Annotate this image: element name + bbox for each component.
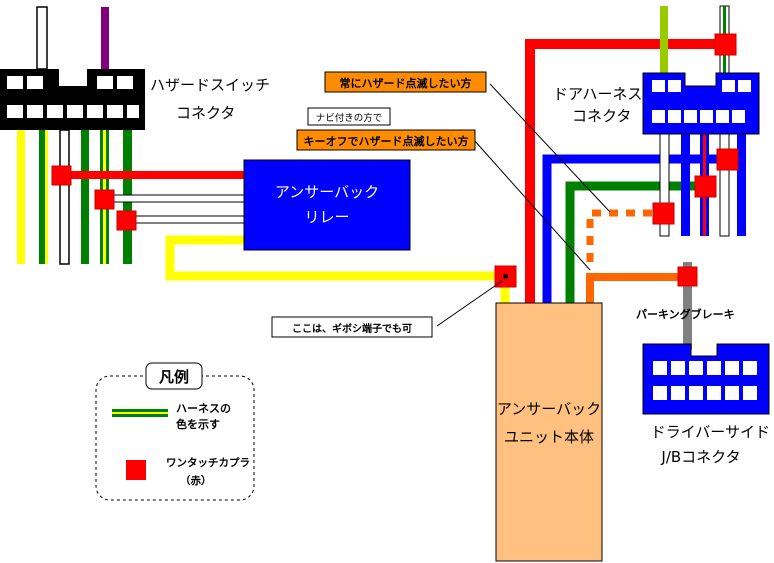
legend-coupler-text-2: （赤） [180,474,212,487]
coupler-hazard-red [51,165,72,186]
coupler-hazard-white-1 [94,189,115,210]
unit-label-1: アンサーバック [497,400,601,418]
answerback-relay-box [243,159,411,251]
note-always-hazard: 常にハザード点滅したい方 [324,71,487,93]
one-touch-couplers [51,33,739,287]
jb-connector [642,343,770,415]
door-harness-connector [642,72,760,135]
hazard-top-wires [36,6,109,70]
legend-coupler-text-1: ワンタッチカプラ [166,456,250,469]
wire-red-unit-door [525,39,726,303]
coupler-door-blue [716,148,739,171]
relay-label-1: アンサーバック [275,183,379,201]
wire-red-hazard-relay [62,171,244,179]
coupler-hazard-white-2 [116,210,137,231]
note-key-off-hazard-text: キーオフでハザード点滅したい方 [304,134,469,148]
coupler-door-orange [652,202,675,225]
legend-harness-text-1: ハーネスの [176,402,231,415]
jb-label-2: J/Bコネクタ [660,448,740,466]
wire-white-2 [125,215,245,224]
note-key-off-hazard: キーオフでハザード点滅したい方 [296,129,476,151]
wire-gray-parking [683,262,692,350]
coupler-door-red-top [714,33,737,56]
legend-harness-swatch [112,409,168,417]
wire-orange-dashed [586,209,663,262]
hazard-connector-label-2: コネクタ [176,104,235,122]
relay-label-2: リレー [304,208,349,226]
wire-orange-unit-parking [586,273,688,303]
hazard-switch-connector [0,69,145,130]
callout-lines [436,83,611,327]
parking-brake-label: パーキングブレーキ [636,307,735,321]
legend: 凡例 ハーネスの 色を示す ワンタッチカプラ （赤） [95,362,255,501]
hazard-connector-label-1: ハザードスイッチ [150,76,270,94]
note-with-navi: ナビ付きの方で [307,107,391,126]
door-connector-label-2: コネクタ [572,107,631,125]
door-connector-label-1: ドアハーネス [553,85,642,103]
legend-harness-text-2: 色を示す [176,417,220,431]
note-always-hazard-text: 常にハザード点滅したい方 [340,76,472,90]
note-gibosi-ok: ここは、ギボシ端子でも可 [271,316,433,338]
unit-label-2: ユニット本体 [504,428,594,446]
coupler-parking-brake [677,266,698,287]
jb-label-1: ドライバーサイド [651,423,770,441]
legend-coupler-swatch [126,460,146,480]
coupler-door-green [694,175,717,198]
note-with-navi-text: ナビ付きの方で [316,112,383,124]
wire-white-1 [103,194,245,203]
answerback-unit-box [495,302,603,562]
legend-title: 凡例 [159,368,189,386]
note-gibosi-ok-text: ここは、ギボシ端子でも可 [292,322,412,335]
